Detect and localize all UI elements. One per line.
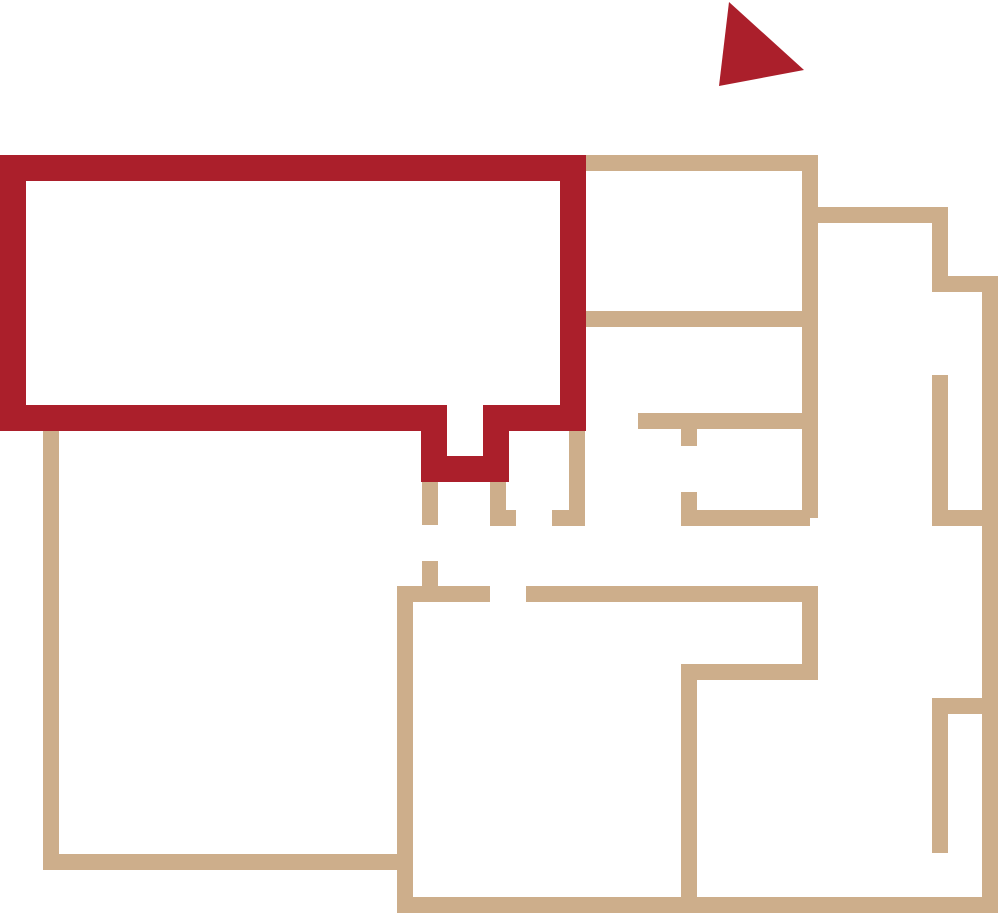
door-jamb-b (490, 482, 516, 526)
east-inner-wall-lower (932, 698, 990, 853)
north-arrow-icon (719, 2, 804, 86)
south-room-top-wall (526, 586, 818, 905)
outer-wall-top-right (43, 155, 998, 913)
door-jamb-c (552, 428, 585, 526)
closet-lower-wall (681, 492, 810, 526)
highlighted-room-outline[interactable] (0, 155, 586, 482)
floor-plan-walls (43, 155, 998, 913)
east-inner-wall-upper (932, 375, 990, 526)
west-room-east-wall (397, 586, 490, 862)
